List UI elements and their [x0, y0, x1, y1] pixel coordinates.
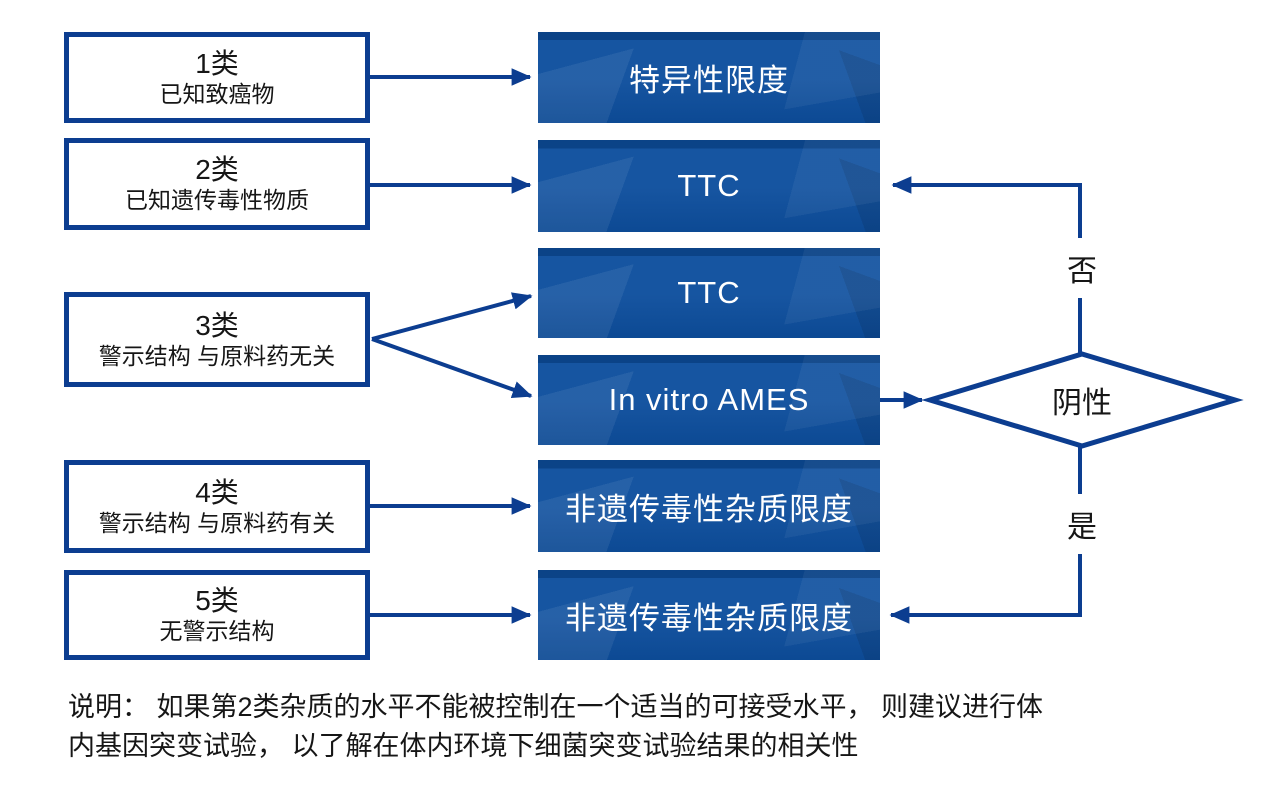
class3-subtitle: 警示结构 与原料药无关 — [98, 342, 336, 369]
outcome-label: 非遗传毒性杂质限度 — [565, 491, 853, 527]
class2-subtitle: 已知遗传毒性物质 — [125, 187, 309, 213]
class1-title: 1类 — [195, 47, 239, 79]
decision-label-negative: 阴性 — [1052, 387, 1112, 420]
outcome-box-in-vitro-ames: In vitro AMES — [538, 355, 880, 445]
arrow-decision-yes-to-limit — [889, 446, 1082, 624]
arrow-class3-to-ttc — [371, 292, 533, 341]
outcome-box-specific-limit: 特异性限度 — [538, 32, 880, 123]
class3-box: 3类 警示结构 与原料药无关 — [64, 292, 370, 387]
class2-title: 2类 — [195, 154, 239, 185]
outcome-box-ttc-1: TTC — [538, 140, 880, 232]
arrow-class3-to-ames — [371, 337, 533, 399]
class3-title: 3类 — [195, 309, 239, 341]
outcome-box-nongenotoxic-limit-1: 非遗传毒性杂质限度 — [538, 460, 880, 552]
outcome-label: In vitro AMES — [608, 382, 810, 417]
outcome-box-nongenotoxic-limit-2: 非遗传毒性杂质限度 — [538, 570, 880, 660]
class4-box: 4类 警示结构 与原料药有关 — [64, 460, 370, 553]
decision-diamond — [921, 351, 1244, 449]
branch-label-yes: 是 — [1058, 494, 1106, 554]
class4-subtitle: 警示结构 与原料药有关 — [98, 509, 336, 536]
class5-box: 5类 无警示结构 — [64, 570, 370, 660]
class2-box: 2类 已知遗传毒性物质 — [64, 138, 370, 230]
class1-subtitle: 已知致癌物 — [159, 80, 275, 107]
outcome-label: TTC — [677, 168, 741, 203]
note-text: 说明： 如果第2类杂质的水平不能被控制在一个适当的可接受水平， 则建议进行体 内… — [68, 688, 1043, 766]
class1-box: 1类 已知致癌物 — [64, 32, 370, 123]
class4-title: 4类 — [195, 476, 239, 508]
note-line-2: 内基因突变试验， 以了解在体内环境下细菌突变试验结果的相关性 — [68, 731, 859, 761]
arrow-decision-no-to-ttc — [891, 176, 1082, 354]
outcome-label: TTC — [677, 275, 741, 310]
outcome-label: 非遗传毒性杂质限度 — [565, 600, 853, 636]
outcome-label: 特异性限度 — [629, 63, 789, 98]
class5-title: 5类 — [195, 585, 239, 616]
branch-label-no: 否 — [1058, 238, 1106, 298]
note-line-1: 说明： 如果第2类杂质的水平不能被控制在一个适当的可接受水平， 则建议进行体 — [68, 692, 1044, 722]
outcome-box-ttc-2: TTC — [538, 248, 880, 338]
class5-subtitle: 无警示结构 — [159, 618, 275, 644]
